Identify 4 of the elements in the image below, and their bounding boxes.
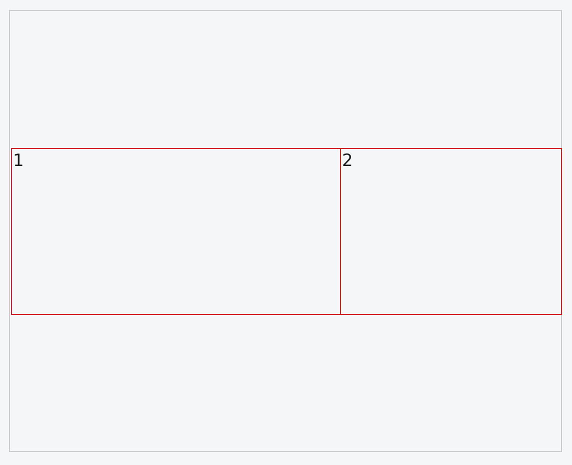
region-number: 1 (13, 151, 24, 171)
region-number: 2 (342, 151, 353, 171)
region-box (11, 148, 341, 315)
region-box (340, 148, 562, 315)
